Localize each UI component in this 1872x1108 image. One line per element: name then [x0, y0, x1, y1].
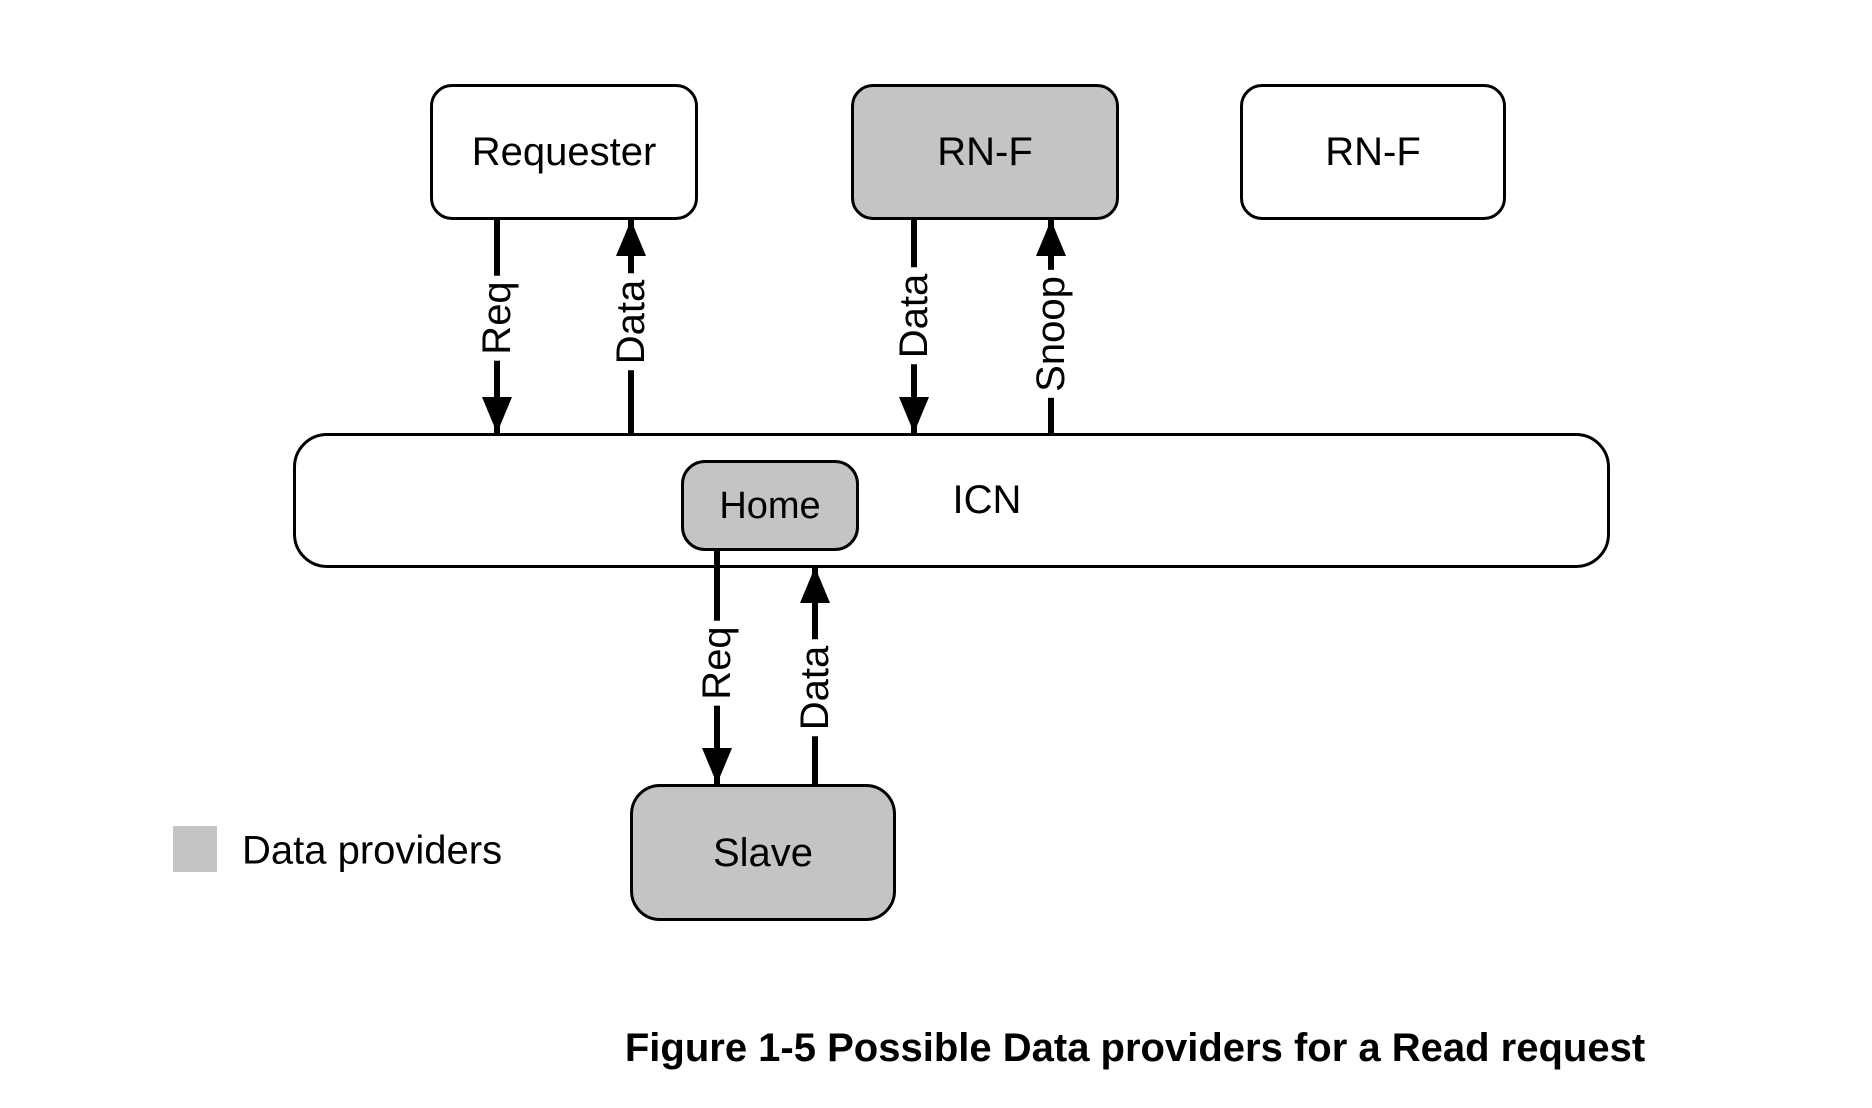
legend-label: Data providers: [242, 828, 503, 873]
legend-provider-swatch: [173, 826, 217, 872]
slave-label: Slave: [712, 830, 814, 875]
arrow-label: Req: [695, 620, 739, 706]
arrow-label: Snoop: [1029, 270, 1073, 398]
rnf-provider-label: RN-F: [937, 130, 1033, 174]
node-rnf-provider: RN-F: [851, 84, 1119, 220]
arrow-label: Data: [793, 639, 837, 737]
arrowhead-up-icon: [616, 220, 646, 256]
node-icn: [293, 433, 1610, 568]
arrowhead-up-icon: [800, 567, 830, 603]
node-requester: Requester: [430, 84, 698, 220]
arrow-label: Data: [892, 267, 936, 365]
figure-caption: Figure 1-5 Possible Data providers for a…: [624, 1026, 1646, 1070]
requester-label: Requester: [471, 130, 657, 174]
icn-label: ICN: [952, 478, 1022, 522]
node-home: Home: [681, 460, 859, 551]
arrowhead-up-icon: [1036, 220, 1066, 256]
arrowhead-down-icon: [482, 397, 512, 433]
node-rnf: RN-F: [1240, 84, 1506, 220]
home-label: Home: [719, 484, 821, 527]
arrowhead-down-icon: [899, 397, 929, 433]
arrow-label: Data: [609, 273, 653, 371]
arrowhead-down-icon: [702, 748, 732, 784]
arrow-label: Req: [475, 275, 519, 361]
rnf-label: RN-F: [1325, 130, 1421, 174]
node-slave: Slave: [630, 784, 896, 921]
